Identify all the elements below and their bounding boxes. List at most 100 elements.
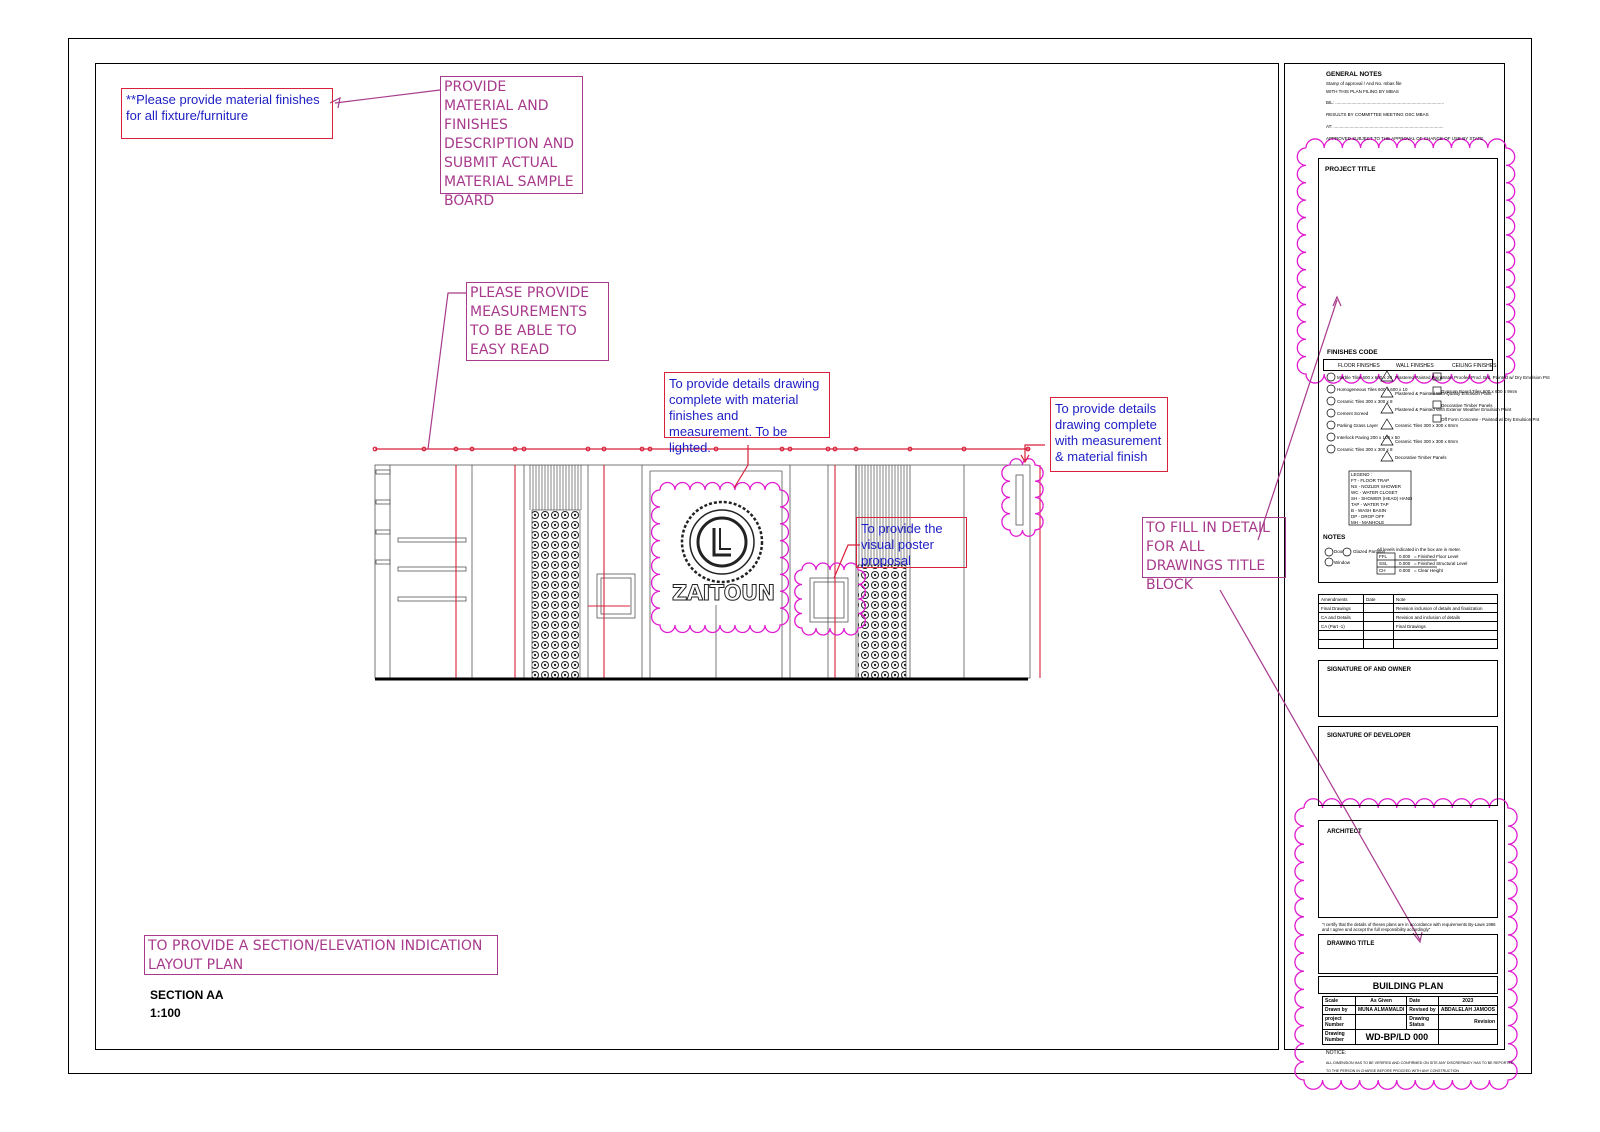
note-measurements: PLEASE PROVIDE MEASUREMENTS TO BE ABLE T… (466, 282, 609, 361)
info-number-label: Drawing Number (1322, 1029, 1356, 1045)
level-code: SSL (1379, 561, 1388, 566)
table-row (1318, 639, 1498, 649)
general-notes-line: BIL: ...................................… (1326, 100, 1445, 105)
project-finishes-box: PROJECT TITLE FINISHES CODE FLOOR FINISH… (1318, 158, 1550, 583)
amend-cell: Revision inclusion of details and finali… (1393, 603, 1498, 613)
legend-item: WC - WATER CLOSET (1351, 490, 1398, 495)
finish-symbols (1324, 370, 1442, 575)
finish-header-ceiling: CEILING FINISHES (1452, 363, 1497, 369)
table-row (1318, 630, 1498, 640)
info-project-label: project Number (1322, 1014, 1356, 1030)
floor-item: Parking Grass Layer (1337, 423, 1379, 428)
wall-item: Plastered & Painted With Exterior Weathe… (1395, 407, 1512, 412)
amend-cell: Revision and inclusion of details (1393, 612, 1498, 622)
signature-owner-box: SIGNATURE OF AND OWNER (1318, 660, 1498, 717)
info-status-label: Drawing Status (1406, 1014, 1439, 1030)
floor-item: Ceramic Tiles 300 x 300 x 8 (1337, 447, 1393, 452)
notes-glazed: Glazed Partition (1353, 549, 1386, 554)
project-title-label: PROJECT TITLE (1325, 166, 1376, 173)
drawing-title-box: DRAWING TITLE (1318, 934, 1498, 974)
notes-heading: NOTES (1323, 534, 1346, 541)
table-row: Final Drawings Revision inclusion of deta… (1318, 603, 1498, 613)
level-desc: = Finished Structural Level (1414, 561, 1468, 566)
amend-cell (1318, 639, 1364, 649)
legend-item: SH - SHOWER (HEAD) HAND (1351, 496, 1413, 501)
level-desc: = Clear Height (1414, 568, 1443, 573)
table-row: Amendments Date Note (1318, 594, 1498, 604)
certify-text: "I certify that the details of theses pl… (1322, 922, 1496, 932)
notes-door: Door (1334, 549, 1344, 554)
general-notes-line: WITH THIS PLAN FILING BY MBAS (1326, 89, 1399, 94)
note-material-sample-board: PROVIDE MATERIAL AND FINISHES DESCRIPTIO… (440, 76, 583, 209)
amend-header: Date (1363, 594, 1394, 604)
legend-item: TAP - WATER TAP (1351, 502, 1389, 507)
note-section-indication: TO PROVIDE A SECTION/ELEVATION INDICATIO… (144, 935, 498, 975)
finish-header-wall: WALL FINISHES (1396, 363, 1434, 369)
signature-developer-label: SIGNATURE OF DEVELOPER (1327, 733, 1411, 739)
legend-item: MH - MANHOLE (1351, 520, 1385, 525)
logo-text: ZAITOUN (672, 581, 776, 606)
table-row: Drawn by MUNA ALMAMALDI Revised by ABDAL… (1322, 1005, 1499, 1015)
general-notes-heading: GENERAL NOTES (1326, 71, 1382, 78)
legend-item: NS - NOZLER SHOWER (1351, 484, 1402, 489)
amend-cell (1363, 630, 1394, 640)
level-value: 0.000 (1399, 561, 1411, 566)
info-revised: ABDALELAH JAMOOS (1437, 1005, 1499, 1015)
table-row: project Number Drawing Status Revision (1322, 1014, 1499, 1030)
notice-line2: TO THE PERSON IN CHARGE BEFORE PROCEED W… (1326, 1069, 1459, 1073)
amend-cell (1363, 639, 1394, 649)
pattern-panel-right (857, 564, 907, 679)
notes-levels-intro: All levels indicated in the box are in m… (1377, 547, 1462, 552)
architect-box: ARCHITECT (1318, 820, 1498, 918)
info-scale-label: Scale (1322, 996, 1356, 1006)
wall-item: Ceramic Tiles 300 x 300 x 8mm (1395, 439, 1459, 444)
general-notes-box: GENERAL NOTES Stamp of approval / And No… (1318, 66, 1498, 146)
amend-cell (1393, 630, 1498, 640)
legend-item: DP - DROP OFF (1351, 514, 1385, 519)
finishes-code-label: FINISHES CODE (1327, 349, 1378, 356)
level-value: 0.000 (1399, 568, 1411, 573)
note-material-finishes: **Please provide material finishes for a… (121, 88, 333, 139)
pattern-panel-left (531, 509, 581, 679)
info-date-label: Date (1406, 996, 1439, 1006)
wall-item: Decorative Timber Panels (1395, 455, 1447, 460)
general-notes-line: Stamp of approval / And No. mbas file (1326, 81, 1402, 86)
drawing-title: BUILDING PLAN (1372, 981, 1444, 991)
legend-item: FT - FLOOR TRAP (1351, 478, 1390, 483)
ceiling-item: Off Form Concrete - Painted w/ Dry Emuls… (1441, 417, 1540, 422)
drawing-title-label: DRAWING TITLE (1327, 941, 1375, 947)
section-scale: 1:100 (150, 1006, 181, 1020)
level-value: 0.000 (1399, 554, 1411, 559)
table-row: Scale As Given Date 2023 (1322, 996, 1499, 1006)
level-desc: = Finished Floor Level (1414, 554, 1459, 559)
ceiling-item: Water Proofed Prod. Brd. Painted w/ Dry … (1441, 375, 1550, 380)
ceiling-item: Gypsum Board Tiles 600 x 600 x 9mm (1441, 389, 1518, 394)
amend-cell: CA and Details (1318, 612, 1364, 622)
wall-item: Plastered & Painted With Quality Emulsio… (1395, 391, 1492, 396)
notice-line1: ALL DIMENSION HAS TO BE VERIFIED AND CON… (1326, 1061, 1514, 1065)
amend-cell: CA (Part -1) (1318, 621, 1364, 631)
floor-item: Interlock Paving 200 x 100 x 50 (1337, 435, 1400, 440)
amend-cell (1363, 621, 1394, 631)
table-row: CA and Details Revision and inclusion of … (1318, 612, 1498, 622)
floor-item: Marble Tiles 600 x 600 x 20 (1337, 375, 1393, 380)
table-row: Drawing Number WD-BP/LD 000 (1322, 1029, 1499, 1045)
amend-cell: Final Drawings (1393, 621, 1498, 631)
info-revision-label: Revision (1437, 1014, 1499, 1030)
amend-cell: Final Drawings (1318, 603, 1364, 613)
signature-developer-box: SIGNATURE OF DEVELOPER (1318, 726, 1498, 806)
amend-cell (1363, 603, 1394, 613)
info-revised-label: Revised by (1406, 1005, 1439, 1015)
wall-item: Plastered Painted Paint (1395, 375, 1443, 380)
general-notes-line: RESULTS BY COMMITTEE MEETING OSC MBAS (1326, 112, 1429, 117)
drawing-area-frame (95, 63, 1279, 1050)
title-block-frame (1284, 63, 1505, 1050)
floor-item: Ceramic Tiles 300 x 300 x 8 (1337, 399, 1393, 404)
ceiling-item: Decorative Timber Panels (1441, 403, 1493, 408)
note-details-lighted: To provide details drawing complete with… (664, 372, 830, 455)
general-notes-line: APPROVED SUBJECT TO THE APPROVAL OF CHAN… (1326, 136, 1484, 141)
info-number: WD-BP/LD 000 (1355, 1029, 1439, 1045)
